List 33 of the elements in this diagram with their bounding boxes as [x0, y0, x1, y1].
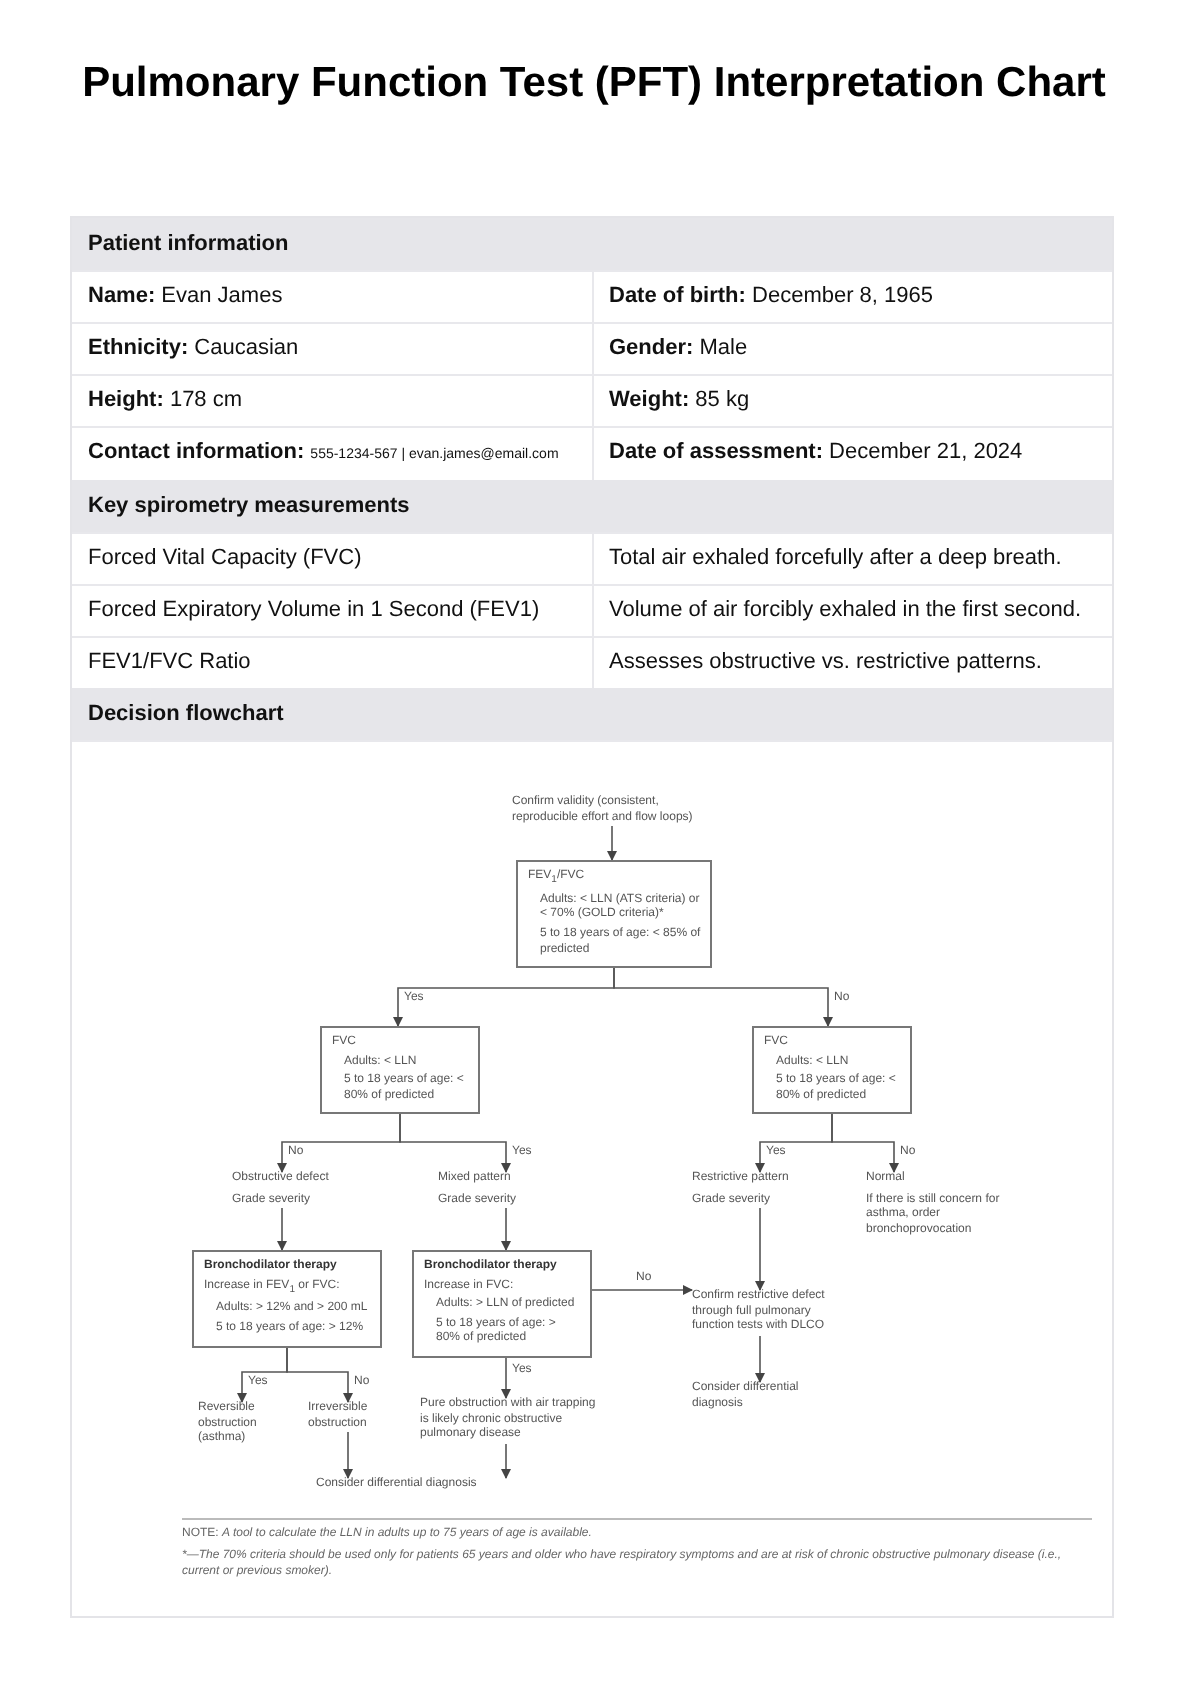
arrow [277, 1207, 287, 1251]
arrow [286, 1347, 353, 1403]
arrow [501, 1207, 511, 1251]
table-cell: Date of birth: December 8, 1965 [591, 270, 1112, 322]
page-title: Pulmonary Function Test (PFT) Interpretation Chart [80, 58, 1108, 110]
arrow [343, 1431, 353, 1479]
arrow [399, 1113, 511, 1173]
table-cell: Ethnicity: Caucasian [72, 322, 591, 374]
arrow [831, 1113, 899, 1173]
table-cell: Height: 178 cm [72, 374, 591, 426]
field-label: Contact information: [88, 440, 305, 464]
table-cell: Weight: 85 kg [591, 374, 1112, 426]
section-header: Patient information [72, 218, 1112, 270]
flow-box [412, 1250, 592, 1358]
section-header: Key spirometry measurements [72, 480, 1112, 532]
table-cell: Total air exhaled forcefully after a deep breath. [591, 532, 1112, 584]
table-cell: Forced Vital Capacity (FVC) [72, 532, 591, 584]
table-cell: Name: Evan James [72, 270, 591, 322]
arrow [501, 1443, 511, 1479]
arrow [755, 1335, 765, 1383]
arrow [613, 967, 833, 1027]
arrow [501, 1357, 511, 1399]
arrow [591, 1285, 693, 1295]
arrow [607, 825, 617, 861]
table-cell: Gender: Male [591, 322, 1112, 374]
section-header: Decision flowchart [72, 688, 1112, 740]
flow-box [192, 1250, 382, 1348]
table-cell: Volume of air forcibly exhaled in the first second. [591, 584, 1112, 636]
table-cell: Forced Expiratory Volume in 1 Second (FEV1) [72, 584, 591, 636]
flow-box [752, 1026, 912, 1115]
arrow [755, 1207, 765, 1291]
flow-box [516, 860, 712, 969]
flow-box [320, 1026, 480, 1115]
